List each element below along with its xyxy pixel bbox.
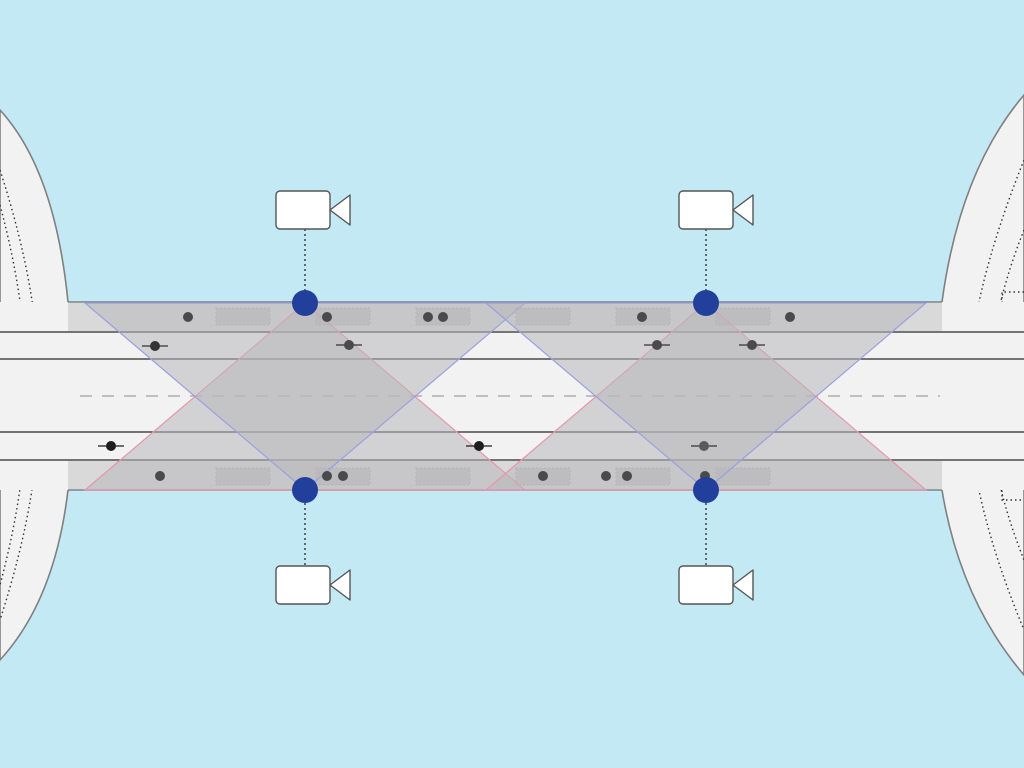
pedestrian-dot: [601, 471, 611, 481]
camera-leaders: [304, 229, 707, 566]
pedestrian-dot: [785, 312, 795, 322]
vehicle-dot: [336, 340, 362, 350]
camera-node-dot[interactable]: [292, 477, 318, 503]
vehicle-dot: [644, 340, 670, 350]
pedestrian-dot: [438, 312, 448, 322]
video-camera-icon[interactable]: [678, 565, 754, 605]
pedestrian-dot: [423, 312, 433, 322]
pedestrians: [155, 312, 795, 481]
vehicle-dot: [691, 441, 717, 451]
vehicle-dot: [466, 441, 492, 451]
pedestrian-dot: [155, 471, 165, 481]
left-shore-path-inner: [0, 204, 27, 586]
camera-nodes: [292, 290, 719, 503]
video-camera-icon[interactable]: [275, 565, 351, 605]
pedestrian-dot: [637, 312, 647, 322]
pedestrian-dot: [183, 312, 193, 322]
pedestrian-dot: [322, 312, 332, 322]
pedestrian-dot: [338, 471, 348, 481]
vehicles: [98, 340, 765, 451]
pedestrian-dot: [538, 471, 548, 481]
vehicle-dot: [142, 341, 168, 351]
vehicle-dot: [739, 340, 765, 350]
pedestrian-dot: [622, 471, 632, 481]
video-camera-icon[interactable]: [678, 190, 754, 230]
camera-node-dot[interactable]: [693, 290, 719, 316]
camera-coverage: [83, 302, 928, 491]
pedestrian-dot: [322, 471, 332, 481]
camera-node-dot[interactable]: [693, 477, 719, 503]
video-camera-icon[interactable]: [275, 190, 351, 230]
vehicle-dot: [98, 441, 124, 451]
camera-node-dot[interactable]: [292, 290, 318, 316]
